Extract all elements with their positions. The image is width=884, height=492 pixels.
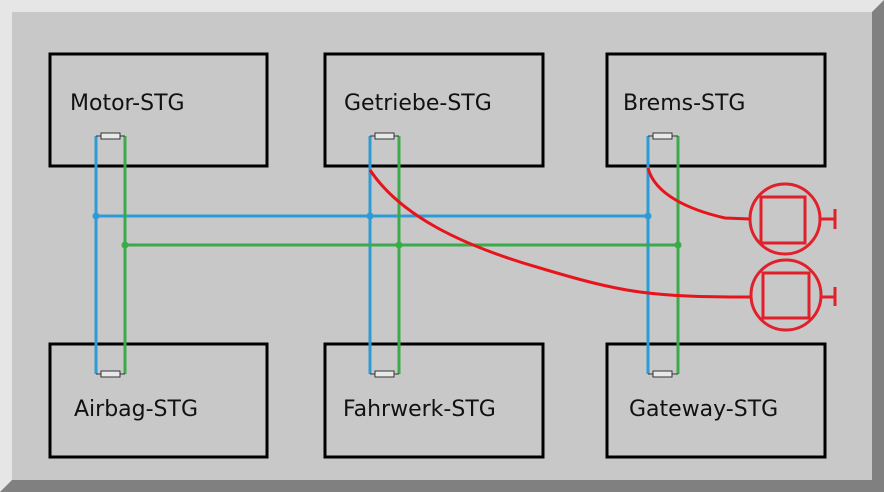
- box-getriebe: [323, 52, 545, 168]
- junction-dots-blue: [92, 212, 652, 220]
- wheel-sensor-2-icon: [749, 258, 837, 332]
- box-fahrwerk: [323, 342, 545, 459]
- sensor-wires: [368, 167, 751, 299]
- label-gateway: Gateway-STG: [629, 397, 778, 422]
- box-gateway: [605, 342, 827, 459]
- label-getriebe: Getriebe-STG: [344, 91, 492, 116]
- box-motor: [48, 52, 269, 168]
- junction-dots-green: [121, 241, 682, 249]
- box-brems: [605, 52, 827, 168]
- label-motor: Motor-STG: [70, 91, 185, 116]
- termination-resistors: [96, 132, 678, 378]
- label-brems: Brems-STG: [623, 91, 745, 116]
- box-airbag: [48, 342, 269, 459]
- label-fahrwerk: Fahrwerk-STG: [343, 397, 496, 422]
- label-airbag: Airbag-STG: [74, 397, 198, 422]
- wheel-sensor-1-icon: [748, 182, 837, 256]
